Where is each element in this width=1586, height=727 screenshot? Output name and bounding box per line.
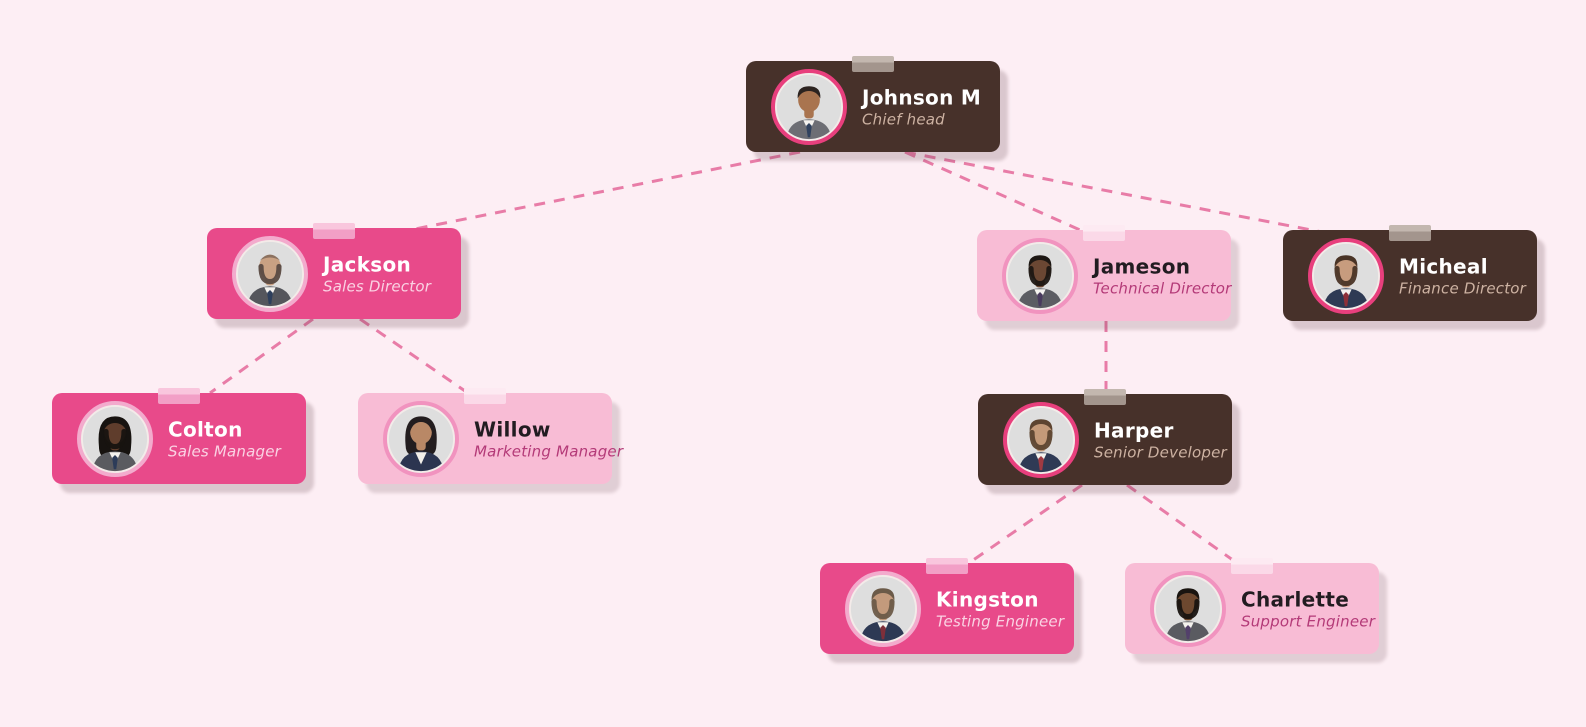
tape-decoration bbox=[852, 56, 894, 72]
org-card-colton[interactable]: Colton Sales Manager bbox=[52, 388, 306, 484]
avatar bbox=[1150, 570, 1226, 647]
connector-harper-charlette bbox=[1126, 483, 1238, 565]
person-title: Technical Director bbox=[1093, 278, 1232, 297]
tape-decoration bbox=[1083, 225, 1125, 241]
person-name: Micheal bbox=[1399, 253, 1488, 278]
connector-jackson-colton bbox=[209, 317, 314, 395]
tape-decoration bbox=[158, 388, 200, 404]
connector-johnson-m-jackson bbox=[414, 150, 801, 231]
card-info: Kingston Testing Engineer bbox=[936, 588, 1064, 630]
person-title: Senior Developer bbox=[1094, 442, 1227, 461]
card-info: Jackson Sales Director bbox=[323, 253, 431, 295]
avatar bbox=[1308, 237, 1384, 314]
avatar bbox=[383, 400, 459, 477]
avatar bbox=[845, 570, 921, 647]
person-name: Johnson M bbox=[862, 84, 982, 109]
org-card-jackson[interactable]: Jackson Sales Director bbox=[207, 223, 461, 319]
person-name: Jackson bbox=[323, 251, 412, 276]
connector-harper-kingston bbox=[968, 483, 1083, 565]
org-card-kingston[interactable]: Kingston Testing Engineer bbox=[820, 558, 1074, 654]
avatar bbox=[771, 68, 847, 145]
tape-decoration bbox=[1389, 225, 1431, 241]
person-name: Charlette bbox=[1241, 586, 1350, 611]
tape-decoration bbox=[926, 558, 968, 574]
org-card-johnson-m[interactable]: Johnson M Chief head bbox=[746, 56, 1000, 152]
card-info: Johnson M Chief head bbox=[862, 86, 981, 128]
connector-johnson-m-micheal bbox=[904, 150, 1349, 239]
avatar bbox=[77, 400, 153, 477]
org-card-harper[interactable]: Harper Senior Developer bbox=[978, 389, 1232, 485]
person-title: Marketing Manager bbox=[474, 441, 624, 460]
person-title: Support Engineer bbox=[1241, 611, 1376, 630]
person-name: Harper bbox=[1094, 417, 1174, 442]
card-info: Harper Senior Developer bbox=[1094, 419, 1227, 461]
tape-decoration bbox=[1084, 389, 1126, 405]
person-title: Sales Manager bbox=[168, 441, 282, 460]
tape-decoration bbox=[1231, 558, 1273, 574]
person-name: Willow bbox=[474, 416, 551, 441]
connector-johnson-m-jameson bbox=[904, 150, 1081, 232]
avatar bbox=[1002, 237, 1078, 314]
connector-jackson-willow bbox=[359, 317, 469, 395]
card-info: Willow Marketing Manager bbox=[474, 418, 623, 460]
person-title: Chief head bbox=[862, 109, 945, 128]
card-info: Micheal Finance Director bbox=[1399, 255, 1526, 297]
org-card-micheal[interactable]: Micheal Finance Director bbox=[1283, 225, 1537, 321]
org-card-charlette[interactable]: Charlette Support Engineer bbox=[1125, 558, 1379, 654]
tape-decoration bbox=[313, 223, 355, 239]
org-card-jameson[interactable]: Jameson Technical Director bbox=[977, 225, 1232, 321]
avatar bbox=[232, 235, 308, 312]
org-card-willow[interactable]: Willow Marketing Manager bbox=[358, 388, 623, 484]
person-title: Testing Engineer bbox=[936, 611, 1065, 630]
avatar bbox=[1003, 401, 1079, 478]
card-info: Jameson Technical Director bbox=[1093, 255, 1232, 297]
person-title: Finance Director bbox=[1399, 278, 1527, 297]
person-name: Jameson bbox=[1093, 253, 1191, 278]
card-info: Charlette Support Engineer bbox=[1241, 588, 1375, 630]
person-title: Sales Director bbox=[323, 276, 432, 295]
tape-decoration bbox=[464, 388, 506, 404]
card-info: Colton Sales Manager bbox=[168, 418, 281, 460]
person-name: Kingston bbox=[936, 586, 1039, 611]
person-name: Colton bbox=[168, 416, 243, 441]
